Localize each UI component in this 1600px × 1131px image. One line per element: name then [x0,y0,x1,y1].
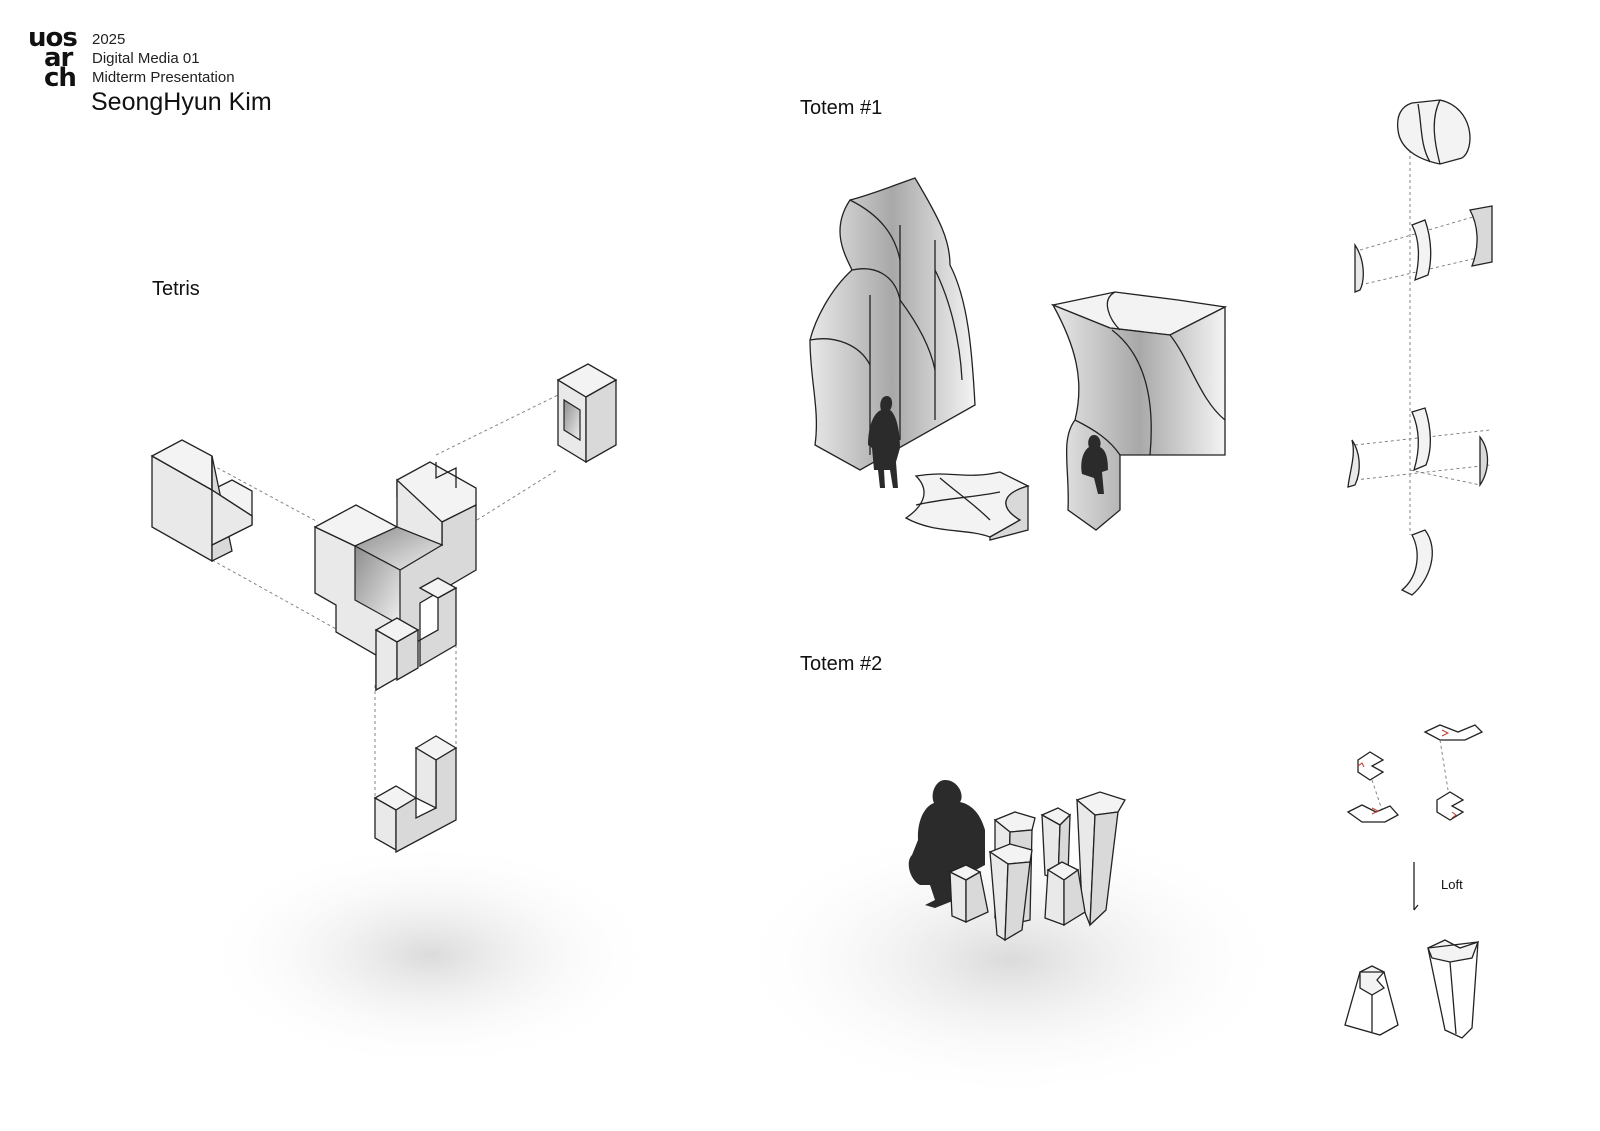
year-text: 2025 [92,31,126,48]
presentation-meta: 2025 Digital Media 01 Midterm Presentati… [92,30,235,87]
logo-line-2: ar [44,43,73,73]
course-text: Digital Media 01 [92,50,200,67]
tetris-assembly [313,461,477,692]
author-name: SeongHyun Kim [91,88,272,116]
totem2-construction [1344,724,1484,1039]
tetris-piece-bottom [373,735,458,854]
tetris-piece-left [150,439,253,563]
university-logo: uos ar ch [28,23,84,93]
totem1-exploded-stack [1347,99,1493,596]
totem1-title: Totem #1 [800,97,883,119]
totem2-title: Totem #2 [800,653,883,675]
tetris-projection-lines [211,394,559,798]
totem2-columns [948,791,1126,942]
person-seated-large-silhouette [908,780,985,908]
tetris-title: Tetris [152,278,200,300]
person-standing-silhouette [868,396,900,488]
totem2-floor-shadow [730,820,1290,1100]
logo-line-1: uos [28,23,78,53]
loft-label: Loft [1441,877,1463,892]
totem1-bench [904,471,1030,541]
person-seated-silhouette [1081,435,1108,494]
event-text: Midterm Presentation [92,69,235,86]
logo-line-3: ch [44,63,77,93]
tetris-floor-shadow [200,840,660,1070]
tetris-piece-right [556,363,618,464]
totem1-tower [809,177,976,471]
